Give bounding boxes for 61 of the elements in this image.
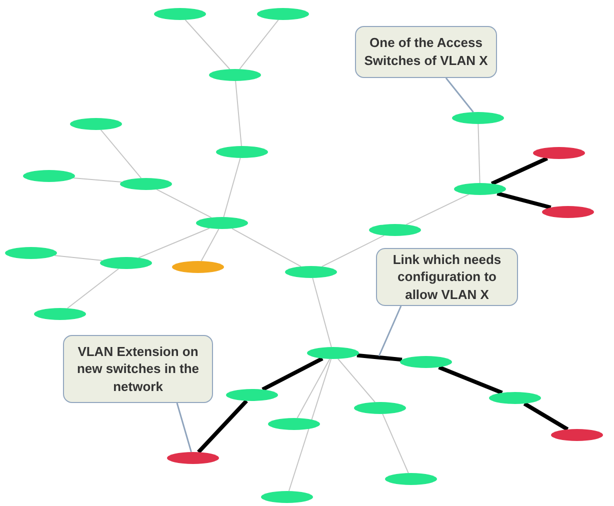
link-line <box>156 188 212 218</box>
switch-node <box>268 418 320 430</box>
switch-node <box>454 183 506 195</box>
switch-node <box>354 402 406 414</box>
switch-node <box>533 147 585 159</box>
link-line <box>54 255 103 261</box>
leader-line <box>445 78 474 113</box>
switch-node <box>154 8 206 20</box>
link-line <box>223 157 241 218</box>
link-line <box>438 365 503 395</box>
link-line <box>406 194 470 226</box>
switch-node <box>34 308 86 320</box>
switch-node <box>100 257 152 269</box>
link-line <box>200 228 220 262</box>
leader-line <box>176 402 192 452</box>
switch-node <box>285 266 337 278</box>
callout-box: One of the Access Switches of VLAN X <box>355 26 497 78</box>
link-line <box>100 129 142 179</box>
switch-node <box>120 178 172 190</box>
link-line <box>232 228 302 267</box>
switch-node <box>385 473 437 485</box>
leader-line <box>378 306 402 356</box>
switch-node <box>5 247 57 259</box>
switch-node <box>452 112 504 124</box>
link-line <box>490 156 548 186</box>
link-line <box>523 402 569 432</box>
link-line <box>356 353 402 362</box>
link-line <box>338 358 376 403</box>
link-line <box>262 356 324 392</box>
switch-node <box>209 69 261 81</box>
switch-node <box>551 429 603 441</box>
switch-node <box>226 389 278 401</box>
switch-node <box>196 217 248 229</box>
link-line <box>138 228 210 258</box>
link-line <box>288 358 332 492</box>
link-line <box>239 19 279 70</box>
link-line <box>235 80 242 146</box>
switch-node <box>257 8 309 20</box>
switch-node <box>400 356 452 368</box>
switch-node <box>70 118 122 130</box>
switch-node <box>172 261 224 273</box>
link-line <box>184 19 230 70</box>
switch-node <box>216 146 268 158</box>
link-line <box>382 413 409 474</box>
link-line <box>66 268 120 309</box>
callout-box: VLAN Extension on new switches in the network <box>63 335 213 403</box>
link-line <box>296 358 330 419</box>
callout-box: Link which needs configuration to allow VLAN X <box>376 248 518 306</box>
switch-node <box>369 224 421 236</box>
switch-node <box>542 206 594 218</box>
link-line <box>197 400 248 454</box>
link-line <box>72 178 122 182</box>
link-line <box>496 192 552 210</box>
switch-node <box>261 491 313 503</box>
switch-node <box>307 347 359 359</box>
link-line <box>312 278 332 348</box>
switch-node <box>489 392 541 404</box>
link-line <box>321 234 385 268</box>
switch-node <box>23 170 75 182</box>
link-line <box>478 124 480 184</box>
switch-node <box>167 452 219 464</box>
